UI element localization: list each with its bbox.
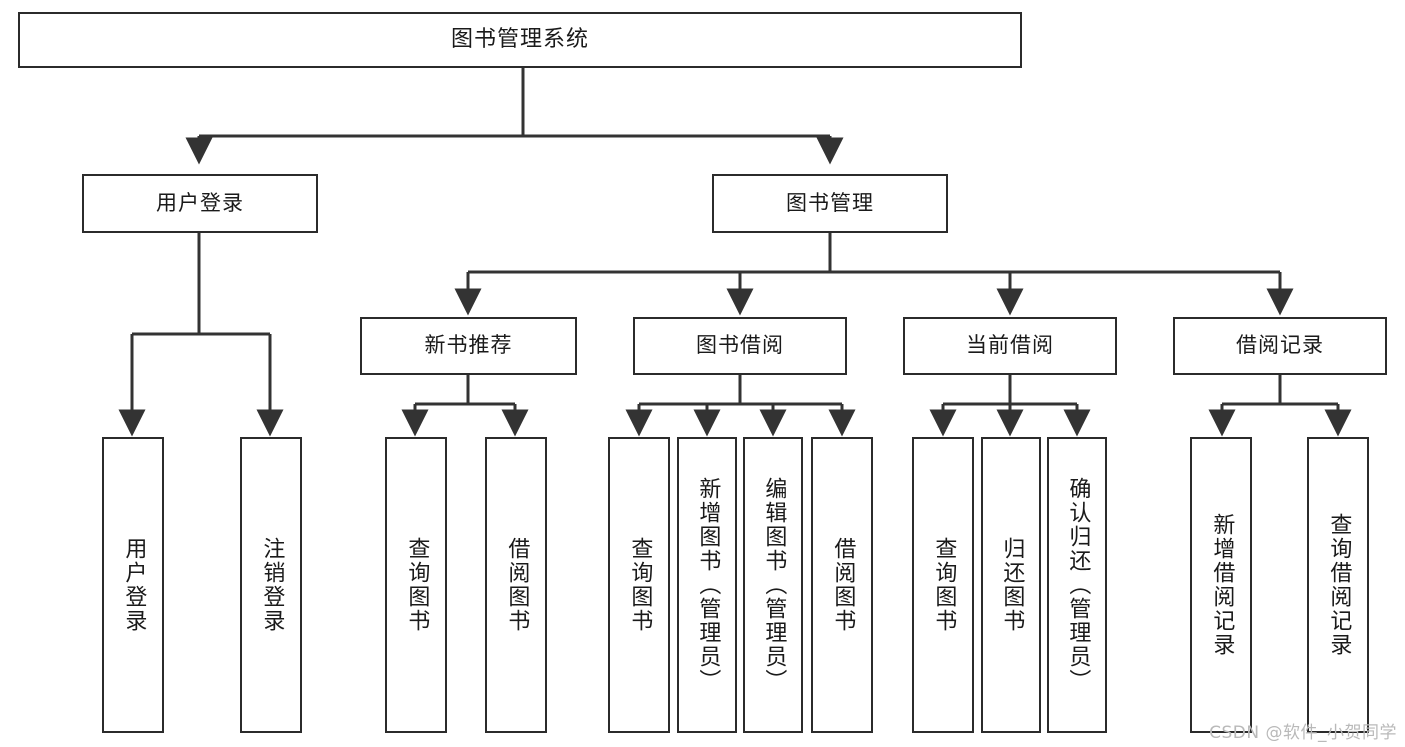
node-current-borrow-label: 当前借阅 <box>966 333 1054 358</box>
leaf-logout-label: 注销登录 <box>259 537 285 633</box>
node-book-borrow-label: 图书借阅 <box>696 333 784 358</box>
node-borrow-record-label: 借阅记录 <box>1236 333 1324 358</box>
leaf-borrow-book-2[interactable]: 借阅图书 <box>811 437 873 733</box>
leaf-add-record-label: 新增借阅记录 <box>1209 513 1235 657</box>
node-root[interactable]: 图书管理系统 <box>18 12 1022 68</box>
leaf-user-login-label: 用户登录 <box>121 537 147 633</box>
leaf-borrow-book-2-label: 借阅图书 <box>830 537 856 633</box>
leaf-query-record[interactable]: 查询借阅记录 <box>1307 437 1369 733</box>
leaf-confirm-return[interactable]: 确认归还（管理员） <box>1047 437 1107 733</box>
leaf-query-book-3[interactable]: 查询图书 <box>912 437 974 733</box>
leaf-query-record-label: 查询借阅记录 <box>1326 513 1352 657</box>
node-book-manage[interactable]: 图书管理 <box>712 174 948 233</box>
node-root-label: 图书管理系统 <box>450 26 589 52</box>
leaf-add-book-label: 新增图书（管理员） <box>695 477 721 693</box>
leaf-add-book[interactable]: 新增图书（管理员） <box>677 437 737 733</box>
leaf-return-book[interactable]: 归还图书 <box>981 437 1041 733</box>
leaf-confirm-return-label: 确认归还（管理员） <box>1065 477 1091 693</box>
leaf-query-book-3-label: 查询图书 <box>931 537 957 633</box>
node-user-login[interactable]: 用户登录 <box>82 174 318 233</box>
leaf-query-book-1-label: 查询图书 <box>404 537 430 633</box>
leaf-logout[interactable]: 注销登录 <box>240 437 302 733</box>
leaf-query-book-2-label: 查询图书 <box>627 537 653 633</box>
leaf-query-book-2[interactable]: 查询图书 <box>608 437 670 733</box>
leaf-add-record[interactable]: 新增借阅记录 <box>1190 437 1252 733</box>
node-current-borrow[interactable]: 当前借阅 <box>903 317 1117 375</box>
node-new-book-rec[interactable]: 新书推荐 <box>360 317 577 375</box>
watermark-text: CSDN @软件_小贺同学 <box>1209 723 1397 743</box>
leaf-edit-book[interactable]: 编辑图书（管理员） <box>743 437 803 733</box>
node-new-book-rec-label: 新书推荐 <box>424 333 513 358</box>
leaf-borrow-book-1[interactable]: 借阅图书 <box>485 437 547 733</box>
leaf-user-login[interactable]: 用户登录 <box>102 437 164 733</box>
node-borrow-record[interactable]: 借阅记录 <box>1173 317 1387 375</box>
node-user-login-label: 用户登录 <box>156 190 244 215</box>
node-book-manage-label: 图书管理 <box>786 190 874 215</box>
leaf-edit-book-label: 编辑图书（管理员） <box>761 477 787 693</box>
leaf-borrow-book-1-label: 借阅图书 <box>504 537 530 633</box>
leaf-return-book-label: 归还图书 <box>999 537 1025 633</box>
leaf-query-book-1[interactable]: 查询图书 <box>385 437 447 733</box>
node-book-borrow[interactable]: 图书借阅 <box>633 317 847 375</box>
